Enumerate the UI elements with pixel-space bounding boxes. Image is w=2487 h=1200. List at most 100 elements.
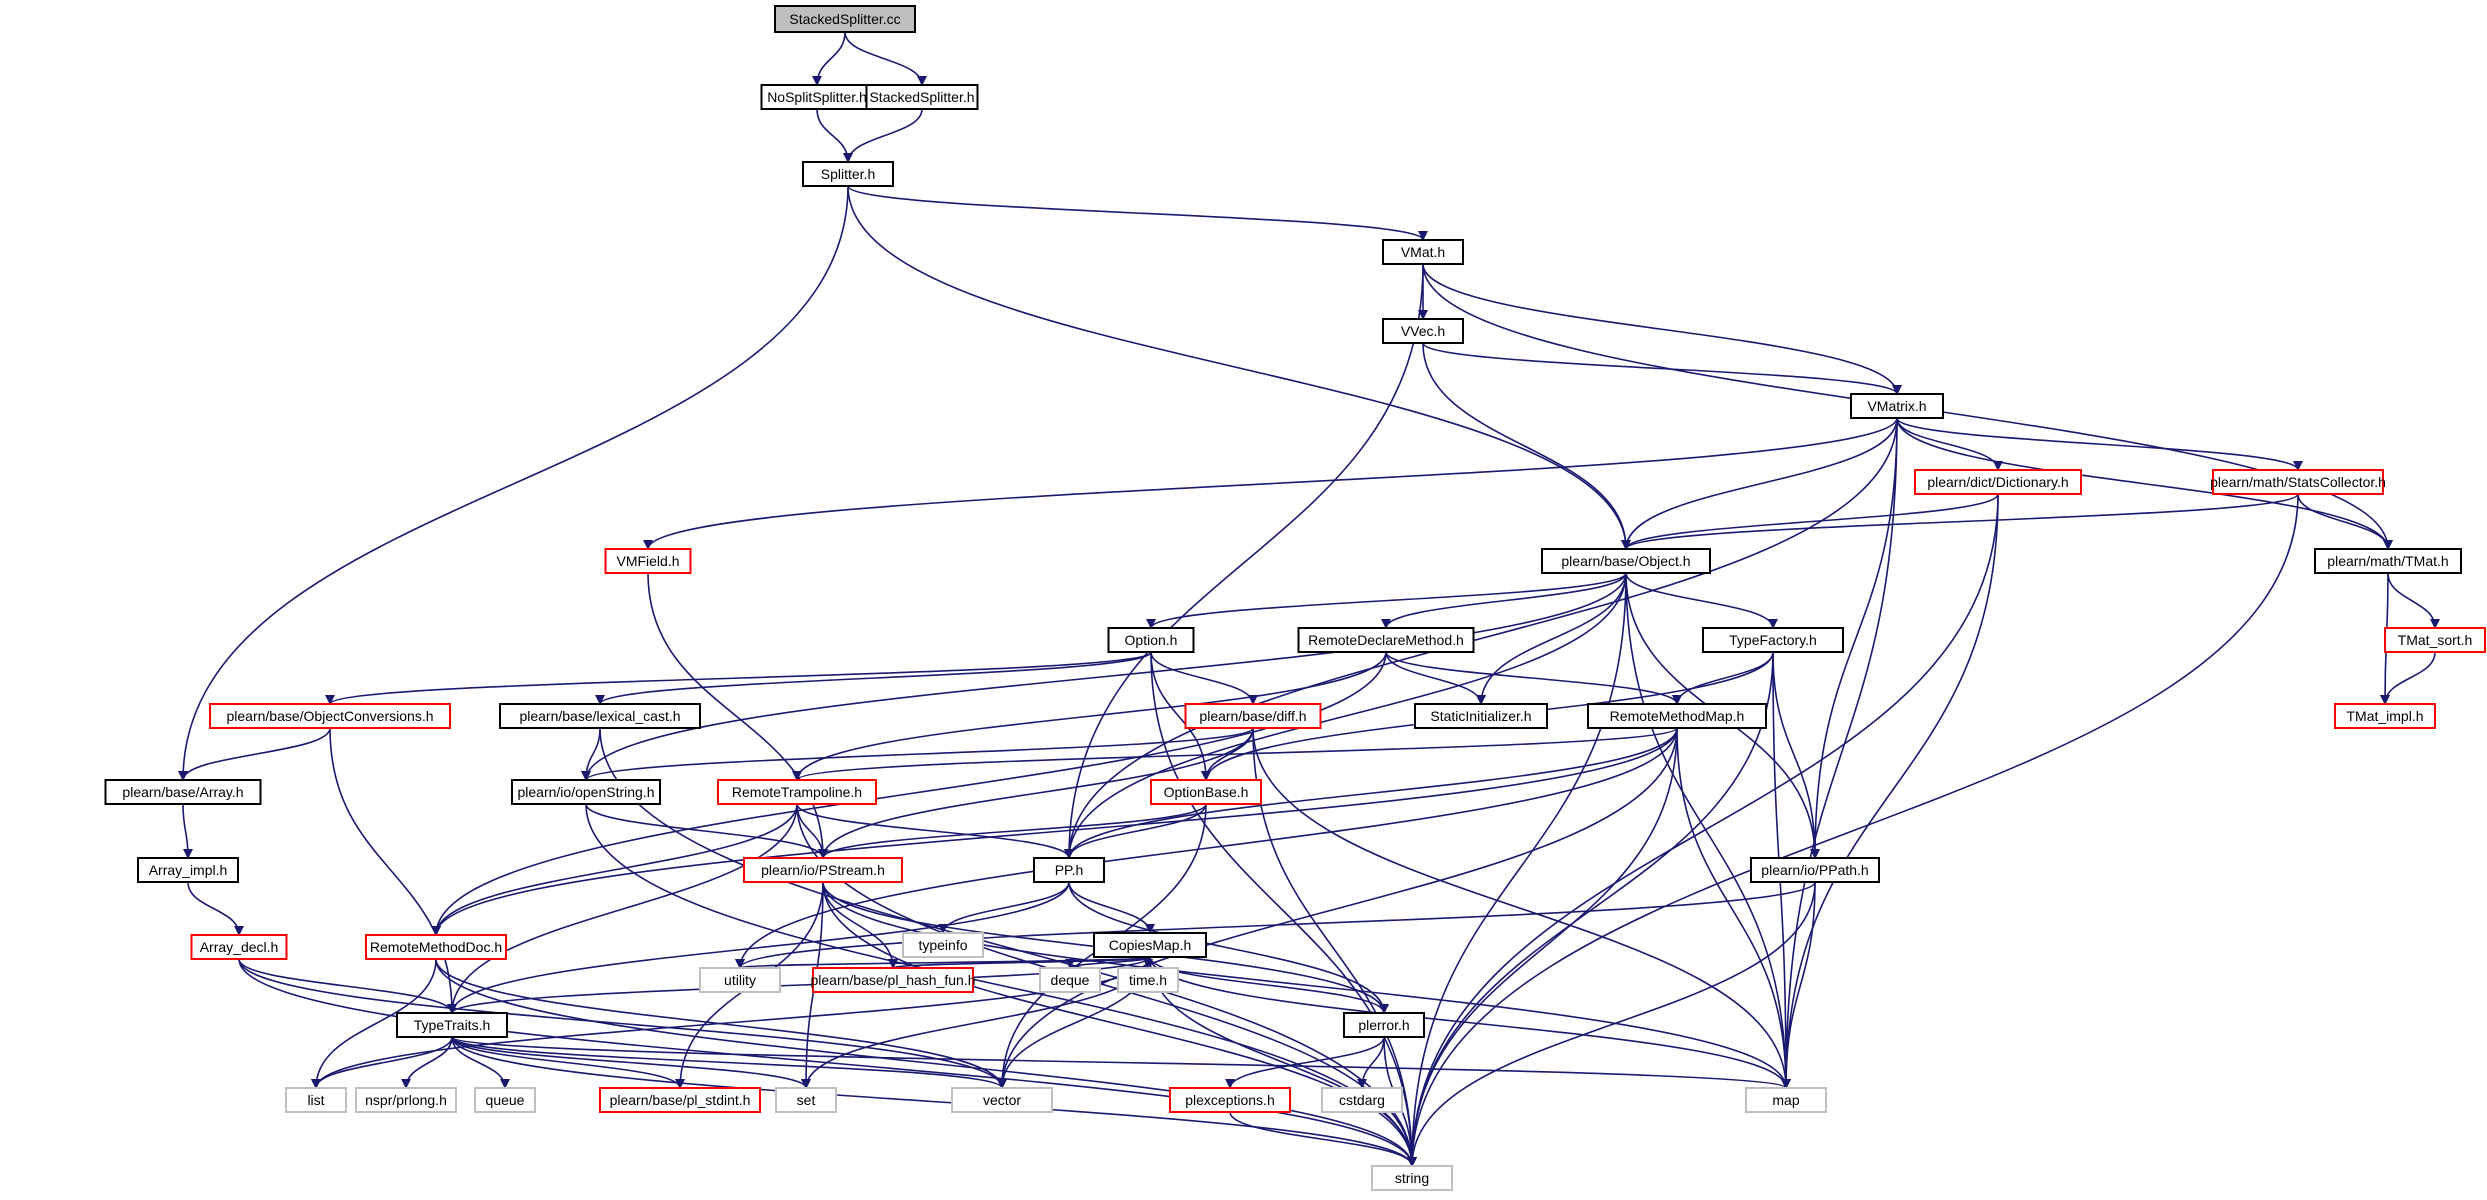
node-plearn-io-pstream-h[interactable]: plearn/io/PStream.h (743, 857, 903, 883)
node-label: RemoteDeclareMethod.h (1308, 632, 1464, 648)
node-plearn-io-ppath-h[interactable]: plearn/io/PPath.h (1750, 857, 1880, 883)
edge-plearn-base-object-h-to-map (1625, 572, 1791, 1089)
node-remotemethodmap-h[interactable]: RemoteMethodMap.h (1587, 703, 1767, 729)
node-label: map (1772, 1092, 1799, 1108)
edge-plerror-h-to-cstdarg (1357, 1036, 1385, 1089)
node-remotetrampoline-h[interactable]: RemoteTrampoline.h (717, 779, 877, 805)
node-label: queue (486, 1092, 525, 1108)
node-vmat-h[interactable]: VMat.h (1382, 239, 1464, 265)
node-string[interactable]: string (1371, 1165, 1453, 1191)
node-plearn-base-objectconversions-h[interactable]: plearn/base/ObjectConversions.h (209, 703, 451, 729)
node-box (365, 934, 507, 960)
edge-vmatrix-h-to-plearn-math-statscollector-h (1896, 417, 2303, 471)
node-vmatrix-h[interactable]: VMatrix.h (1850, 393, 1944, 419)
node-plearn-io-openstring-h[interactable]: plearn/io/openString.h (511, 779, 661, 805)
node-plearn-base-pl-hash-fun-h[interactable]: plearn/base/pl_hash_fun.h (810, 967, 976, 993)
node-remotemethoddoc-h[interactable]: RemoteMethodDoc.h (365, 934, 507, 960)
node-typeinfo[interactable]: typeinfo (902, 932, 984, 958)
edge-plearn-base-objectconversions-h-to-plearn-base-array-h (178, 727, 331, 781)
node-vector[interactable]: vector (951, 1087, 1053, 1113)
node-set[interactable]: set (775, 1087, 837, 1113)
node-optionbase-h[interactable]: OptionBase.h (1150, 779, 1262, 805)
node-label: VVec.h (1401, 323, 1445, 339)
node-label: PP.h (1055, 862, 1084, 878)
edge-remotemethodmap-h-to-string (1407, 727, 1678, 1167)
node-vmfield-h[interactable]: VMField.h (604, 548, 692, 574)
node-box (1033, 857, 1105, 883)
node-array-impl-h[interactable]: Array_impl.h (137, 857, 239, 883)
node-plearn-base-diff-h[interactable]: plearn/base/diff.h (1184, 703, 1322, 729)
node-cstdarg[interactable]: cstdarg (1321, 1087, 1403, 1113)
node-typetraits-h[interactable]: TypeTraits.h (396, 1012, 508, 1038)
edge-stackedsplitter-cc-to-stackedsplitter-h (844, 31, 927, 86)
node-utility[interactable]: utility (699, 967, 781, 993)
node-box (511, 779, 661, 805)
edge-plearn-io-ppath-h-to-map (1781, 881, 1816, 1089)
edge-splitter-h-to-plearn-base-object-h (847, 185, 1631, 550)
edge-typefactory-h-to-remotemethodmap-h (1672, 651, 1774, 705)
node-plearn-math-statscollector-h[interactable]: plearn/math/StatsCollector.h (2210, 469, 2386, 495)
node-plearn-base-object-h[interactable]: plearn/base/Object.h (1541, 548, 1711, 574)
node-tmat-sort-h[interactable]: TMat_sort.h (2384, 627, 2486, 653)
node-plerror-h[interactable]: plerror.h (1343, 1012, 1425, 1038)
node-label: vector (983, 1092, 1021, 1108)
node-staticinitializer-h[interactable]: StaticInitializer.h (1414, 703, 1548, 729)
node-plearn-dict-dictionary-h[interactable]: plearn/dict/Dictionary.h (1914, 469, 2082, 495)
node-remotedeclaremethod-h[interactable]: RemoteDeclareMethod.h (1297, 627, 1475, 653)
node-queue[interactable]: queue (474, 1087, 536, 1113)
node-label: set (797, 1092, 816, 1108)
node-label: RemoteTrampoline.h (732, 784, 862, 800)
node-copiesmap-h[interactable]: CopiesMap.h (1093, 932, 1207, 958)
node-plearn-base-lexical-cast-h[interactable]: plearn/base/lexical_cast.h (499, 703, 701, 729)
node-plearn-math-tmat-h[interactable]: plearn/math/TMat.h (2314, 548, 2462, 574)
node-box (699, 967, 781, 993)
node-plexceptions-h[interactable]: plexceptions.h (1169, 1087, 1291, 1113)
node-label: RemoteMethodMap.h (1610, 708, 1745, 724)
edge-typetraits-h-to-nspr-prlong-h (401, 1036, 453, 1089)
node-box (1169, 1087, 1291, 1113)
node-time-h[interactable]: time.h (1117, 967, 1179, 993)
edge-remotetrampoline-h-to-plearn-io-pstream-h (796, 803, 828, 859)
edge-remotemethodmap-h-to-remotetrampoline-h (792, 727, 1678, 781)
node-option-h[interactable]: Option.h (1107, 627, 1195, 653)
node-box (104, 779, 262, 805)
node-box (802, 161, 894, 187)
node-nspr-prlong-h[interactable]: nspr/prlong.h (355, 1087, 457, 1113)
edge-plearn-dict-dictionary-h-to-plearn-base-object-h (1621, 493, 1999, 550)
node-plearn-base-pl-stdint-h[interactable]: plearn/base/pl_stdint.h (599, 1087, 761, 1113)
node-box (2384, 627, 2486, 653)
node-stackedsplitter-h[interactable]: StackedSplitter.h (865, 84, 979, 110)
node-splitter-h[interactable]: Splitter.h (802, 161, 894, 187)
node-map[interactable]: map (1745, 1087, 1827, 1113)
edge-vmat-h-to-vmatrix-h (1422, 263, 1902, 395)
node-tmat-impl-h[interactable]: TMat_impl.h (2334, 703, 2436, 729)
node-box (1343, 1012, 1425, 1038)
edge-vmatrix-h-to-map (1781, 417, 1898, 1089)
node-box (285, 1087, 347, 1113)
node-label: StaticInitializer.h (1430, 708, 1531, 724)
node-nosplitsplitter-h[interactable]: NoSplitSplitter.h (760, 84, 874, 110)
edge-vmfield-h-to-plearn-io-pstream-h (647, 572, 828, 859)
node-box (1184, 703, 1322, 729)
node-vvec-h[interactable]: VVec.h (1382, 318, 1464, 344)
node-list[interactable]: list (285, 1087, 347, 1113)
node-box (1850, 393, 1944, 419)
node-array-decl-h[interactable]: Array_decl.h (190, 934, 288, 960)
edge-plearn-base-object-h-to-remotedeclaremethod-h (1381, 572, 1627, 629)
node-box (1150, 779, 1262, 805)
edge-remotetrampoline-h-to-typetraits-h (447, 803, 798, 1014)
edge-remotedeclaremethod-h-to-remotemethodmap-h (1385, 651, 1682, 705)
node-box (1541, 548, 1711, 574)
node-deque[interactable]: deque (1039, 967, 1101, 993)
node-stackedsplitter-cc[interactable]: StackedSplitter.cc (774, 5, 916, 33)
node-box (2334, 703, 2436, 729)
edge-plearn-base-array-h-to-array-impl-h (182, 803, 193, 859)
node-pp-h[interactable]: PP.h (1033, 857, 1105, 883)
node-label: VMat.h (1401, 244, 1445, 260)
node-plearn-base-array-h[interactable]: plearn/base/Array.h (104, 779, 262, 805)
edge-pp-h-to-plerror-h (1068, 881, 1389, 1014)
node-typefactory-h[interactable]: TypeFactory.h (1702, 627, 1844, 653)
node-box (499, 703, 701, 729)
edge-optionbase-h-to-plearn-io-pstream-h (818, 803, 1207, 859)
